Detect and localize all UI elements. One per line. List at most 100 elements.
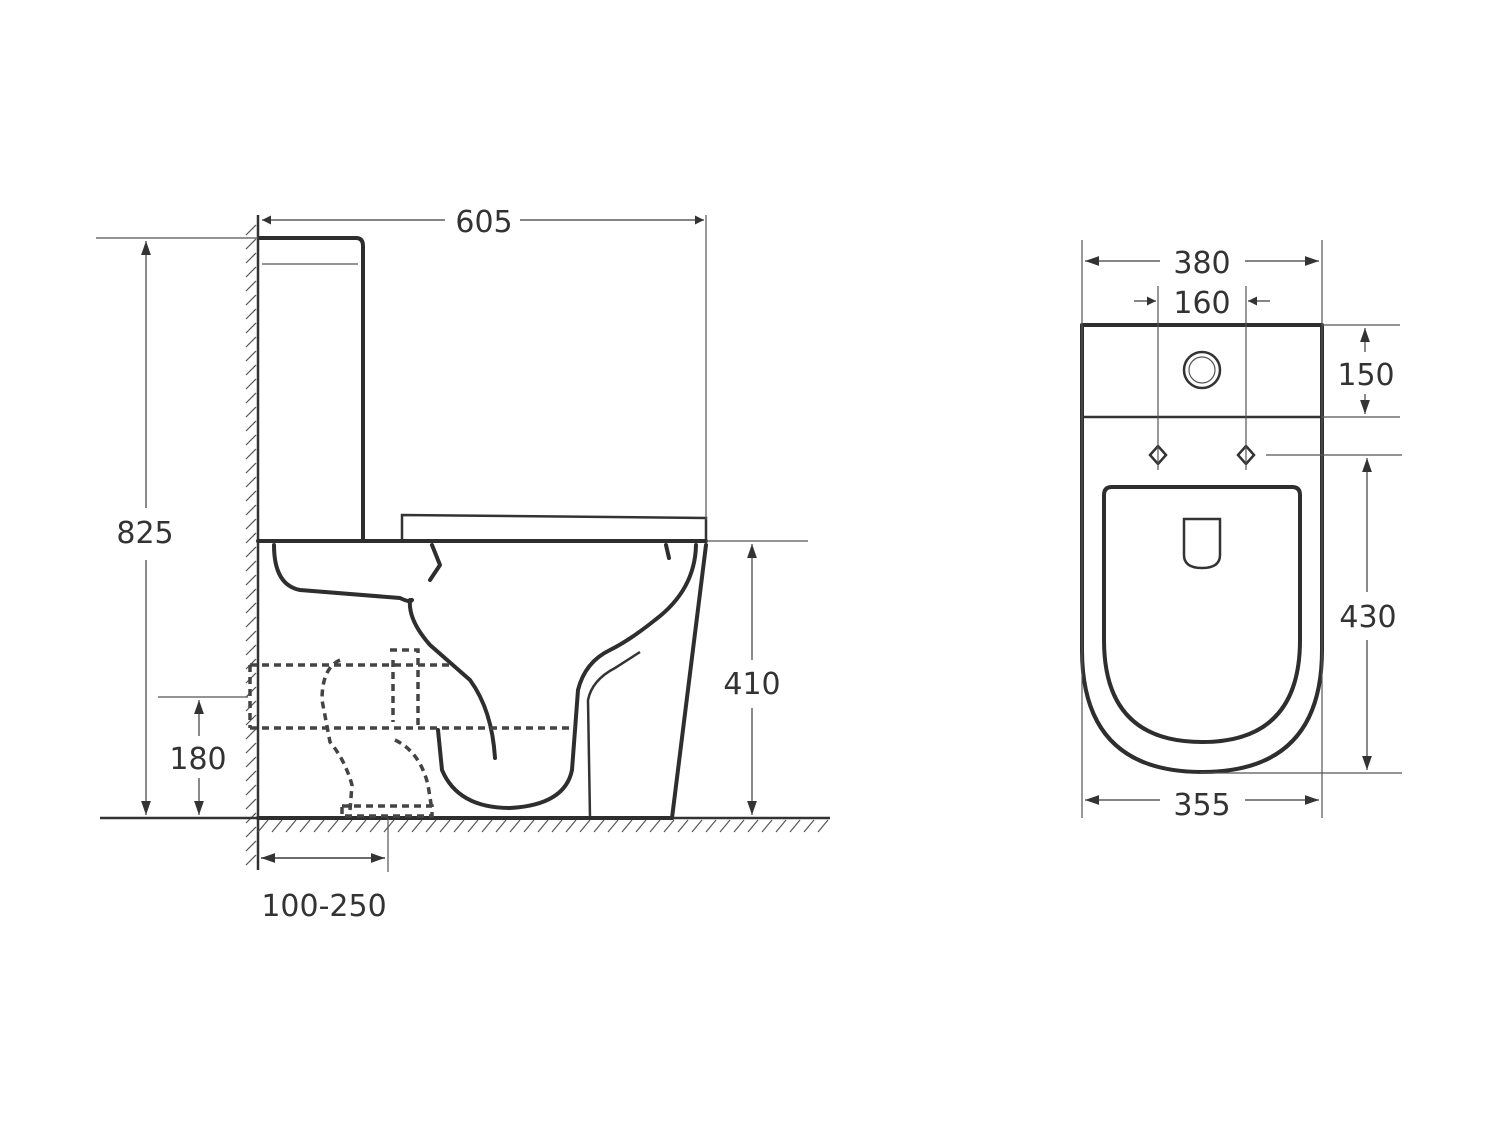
floor-hatch-mark: [649, 819, 661, 833]
floor-hatch-mark: [691, 819, 703, 833]
wall-hatch-mark: [245, 644, 257, 656]
wall-hatch-mark: [245, 322, 257, 334]
wall-hatch-mark: [245, 602, 257, 614]
floor-hatch-mark: [383, 819, 395, 833]
dim-tank-width: 380: [1085, 246, 1319, 281]
floor-hatch-mark: [439, 819, 451, 833]
floor-hatch-mark: [425, 819, 437, 833]
floor-hatch-mark: [579, 819, 591, 833]
wall-hatch-mark: [245, 238, 257, 250]
wall-hatch-mark: [245, 854, 257, 866]
wall-hatch-mark: [245, 504, 257, 516]
floor-hatch-mark: [481, 819, 493, 833]
side-view: 605 825 410 180 100-250: [96, 205, 830, 924]
dim-hole-spacing: 160: [1134, 286, 1270, 321]
dim-tank-depth: 150: [1337, 328, 1395, 414]
wall-hatch-mark: [245, 770, 257, 782]
wall-hatch-mark: [245, 574, 257, 586]
dim-width-label: 605: [455, 205, 512, 240]
wall-hatch-mark: [245, 308, 257, 320]
wall-hatch-mark: [245, 224, 257, 236]
wall-hatch-mark: [245, 798, 257, 810]
floor-hatch-mark: [565, 819, 577, 833]
top-outline: [1080, 240, 1400, 818]
floor-hatch-mark: [509, 819, 521, 833]
floor-hatch-mark: [719, 819, 731, 833]
wall-hatch-mark: [245, 756, 257, 768]
dim-height: 825: [96, 237, 258, 815]
dim-hole-spacing-label: 160: [1173, 286, 1230, 321]
top-view: 380 160 150 430 355: [1080, 240, 1402, 823]
wall-hatch-mark: [245, 630, 257, 642]
wall-hatch-mark: [245, 462, 257, 474]
floor-hatch-mark: [537, 819, 549, 833]
floor-hatch-mark: [817, 819, 829, 833]
dim-tank-depth-label: 150: [1337, 358, 1394, 393]
wall-hatch-mark: [245, 616, 257, 628]
seat-outline: [1102, 485, 1302, 744]
wall-hatch-mark: [245, 784, 257, 796]
bowl-body: [256, 543, 708, 820]
floor-hatch-mark: [327, 819, 339, 833]
dim-seat-height: 410: [706, 540, 808, 815]
cistern: [258, 236, 365, 543]
seat-lid: [256, 513, 708, 543]
floor-hatch-mark: [551, 819, 563, 833]
wall-hatch-mark: [245, 490, 257, 502]
wall-hatch-mark: [245, 336, 257, 348]
dim-tank-width-label: 380: [1173, 246, 1230, 281]
wall-hatch-mark: [245, 252, 257, 264]
fixing-holes: [1148, 286, 1402, 774]
floor-hatch-mark: [411, 819, 423, 833]
wall-hatch-mark: [245, 406, 257, 418]
outlet-dashed: [248, 648, 575, 818]
dim-outlet-height-label: 180: [169, 742, 226, 777]
dim-bowl-length: 430: [1339, 458, 1397, 770]
wall-hatch-mark: [245, 532, 257, 544]
wall-hatch-mark: [245, 518, 257, 530]
floor: [100, 816, 830, 833]
floor-hatch-mark: [733, 819, 745, 833]
wall-hatch-mark: [245, 826, 257, 838]
wall-hatch-mark: [245, 420, 257, 432]
floor-hatch-mark: [341, 819, 353, 833]
wall-hatch-mark: [245, 378, 257, 390]
dim-outlet-height: 180: [158, 696, 248, 815]
floor-hatch-mark: [621, 819, 633, 833]
floor-hatch-mark: [705, 819, 717, 833]
wall-hatch-mark: [245, 434, 257, 446]
dim-seat-height-label: 410: [723, 667, 780, 702]
floor-hatch-mark: [299, 819, 311, 833]
wall-hatch-mark: [245, 588, 257, 600]
wall-hatch-mark: [245, 742, 257, 754]
floor-hatch-mark: [257, 819, 269, 833]
floor-hatch-mark: [369, 819, 381, 833]
wall-hatch-mark: [245, 364, 257, 376]
floor-hatch-mark: [495, 819, 507, 833]
wall-hatch-mark: [245, 476, 257, 488]
dim-outlet-distance-label: 100-250: [261, 889, 386, 924]
dim-bowl-length-label: 430: [1339, 600, 1396, 635]
floor-hatch-mark: [677, 819, 689, 833]
floor-hatch-mark: [635, 819, 647, 833]
wall-hatch-mark: [245, 280, 257, 292]
floor-hatch-mark: [453, 819, 465, 833]
floor-hatch-mark: [803, 819, 815, 833]
wall-hatch-mark: [245, 840, 257, 852]
dim-height-label: 825: [116, 516, 173, 551]
wall-hatch-mark: [245, 728, 257, 740]
wall-hatch-mark: [245, 560, 257, 572]
floor-hatch-mark: [607, 819, 619, 833]
floor-hatch-mark: [397, 819, 409, 833]
floor-hatch-mark: [355, 819, 367, 833]
dim-bowl-width: 355: [1085, 788, 1319, 823]
floor-hatch-mark: [747, 819, 759, 833]
dim-outlet-distance: 100-250: [261, 818, 389, 924]
floor-hatch-mark: [789, 819, 801, 833]
flush-button: [1182, 350, 1222, 390]
floor-hatch-mark: [775, 819, 787, 833]
floor-hatch-mark: [285, 819, 297, 833]
wall-hatch-mark: [245, 266, 257, 278]
wall-hatch-mark: [245, 350, 257, 362]
